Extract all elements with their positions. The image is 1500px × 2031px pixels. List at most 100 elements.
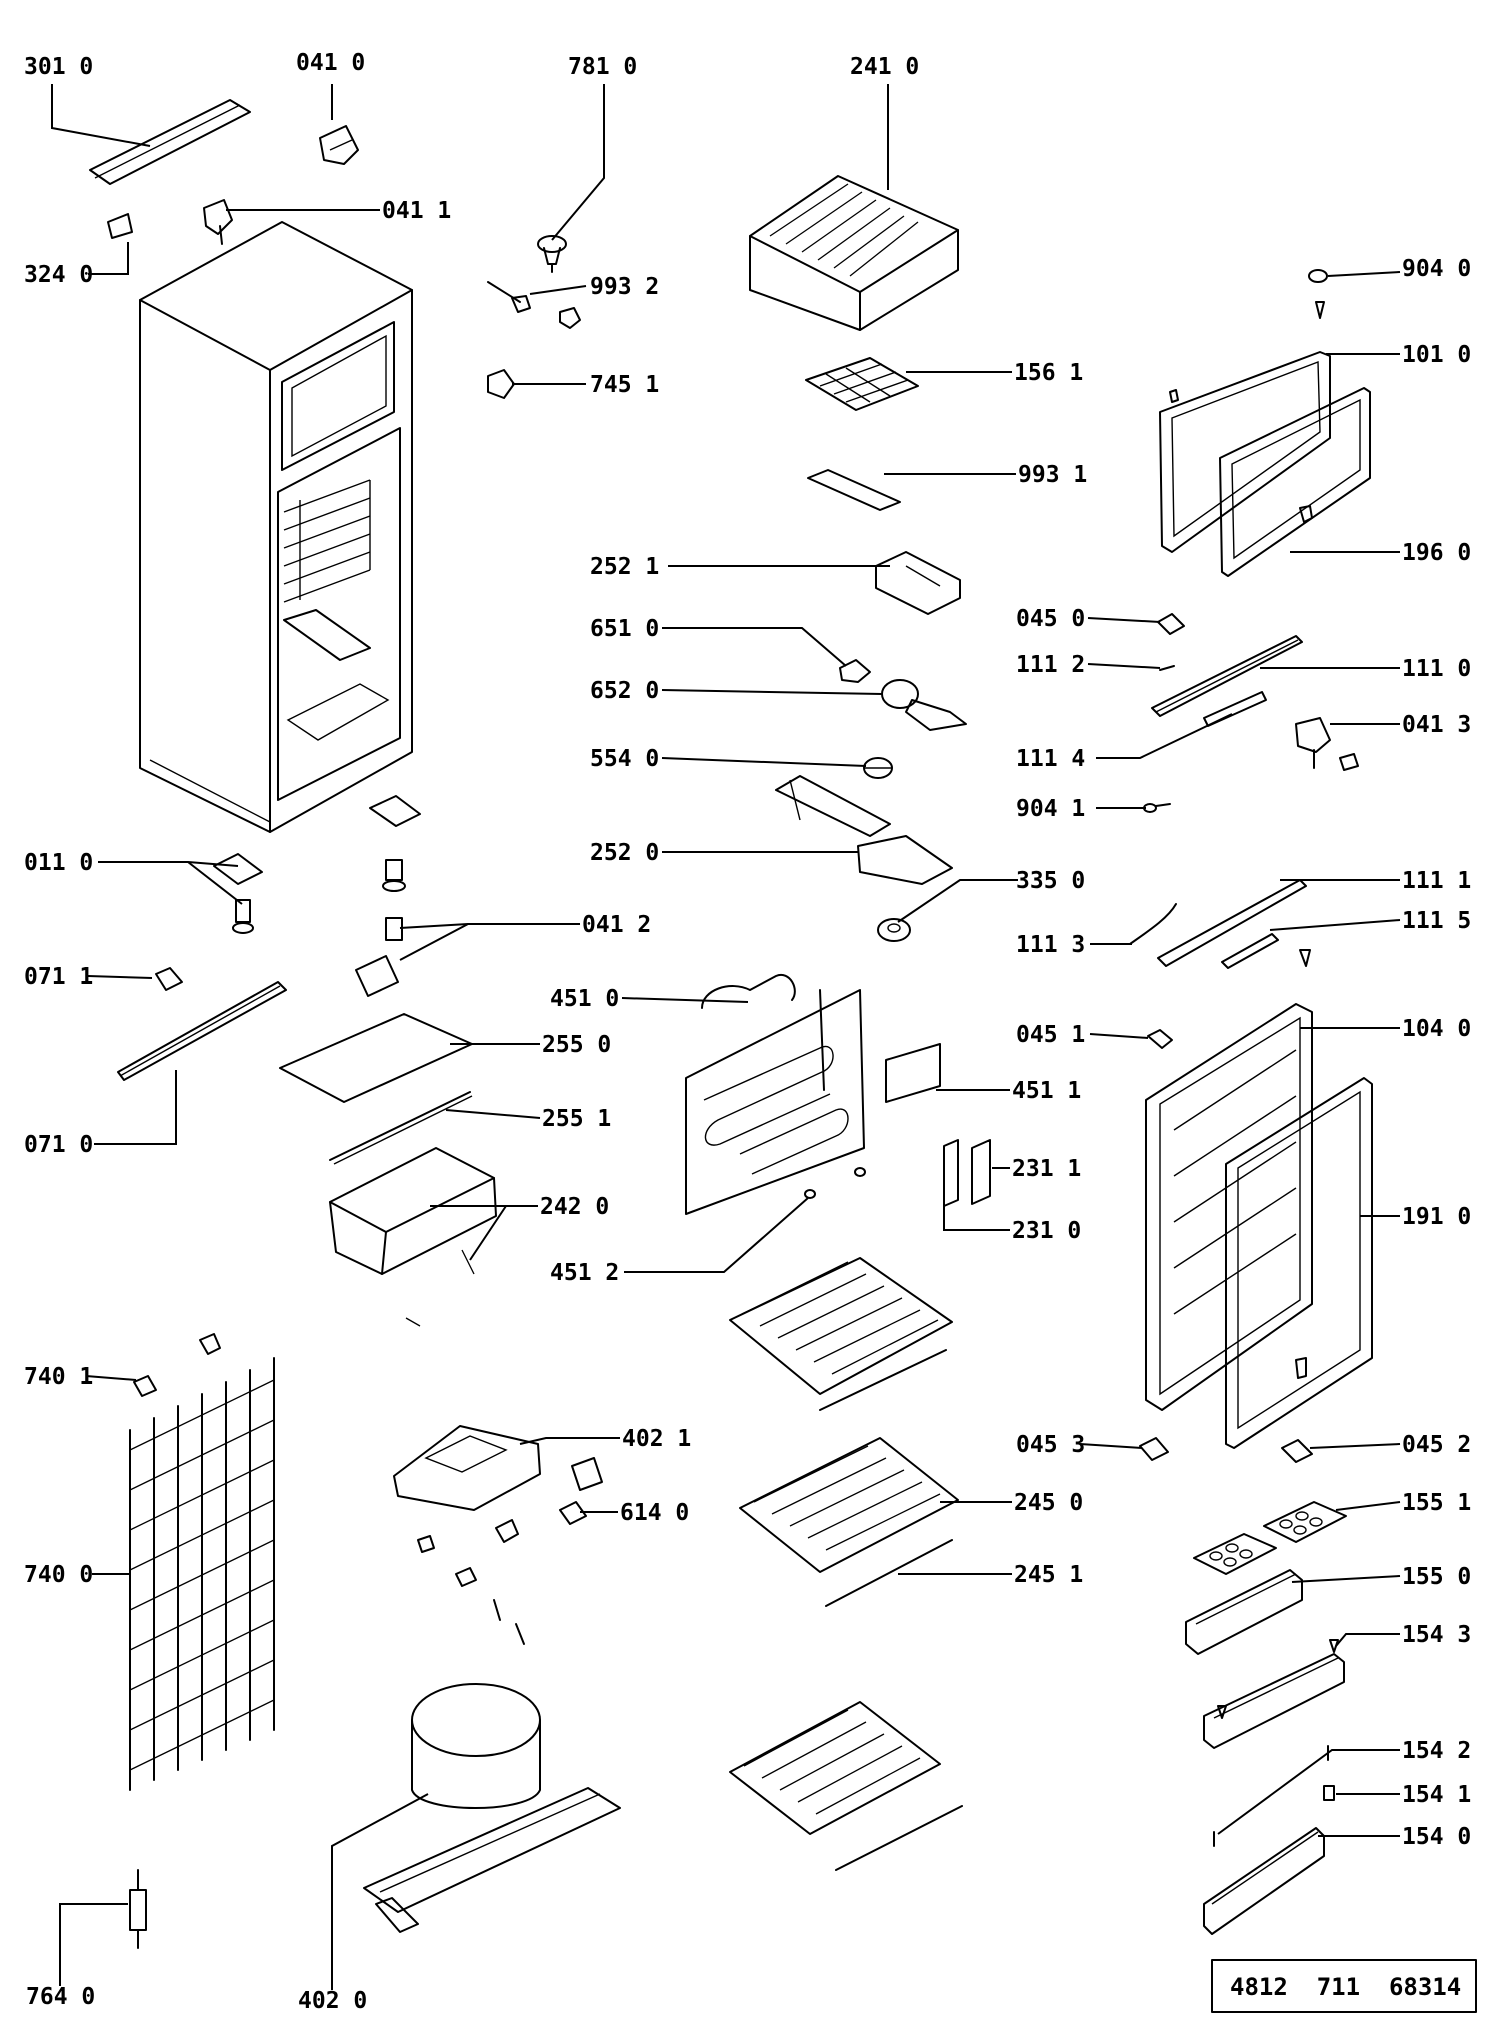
door-cap-part <box>1147 1029 1173 1049</box>
part-label-252-0: 252 0 <box>590 840 659 866</box>
part-label-191-0: 191 0 <box>1402 1204 1471 1230</box>
part-label-045-0: 045 0 <box>1016 606 1085 632</box>
part-label-101-0: 101 0 <box>1402 342 1471 368</box>
part-label-614-0: 614 0 <box>620 1500 689 1526</box>
part-label-451-1: 451 1 <box>1012 1078 1081 1104</box>
part-label-324-0: 324 0 <box>24 262 93 288</box>
lamp-holder-part <box>881 679 967 731</box>
evaporator-plate-part <box>685 973 941 1215</box>
base-rail-part <box>117 967 287 1081</box>
small-fastener-part <box>487 281 581 329</box>
part-label-041-2: 041 2 <box>582 912 651 938</box>
part-label-196-0: 196 0 <box>1402 540 1471 566</box>
lower-crossbar-part <box>1157 879 1307 967</box>
part-label-252-1: 252 1 <box>590 554 659 580</box>
part-label-554-0: 554 0 <box>590 746 659 772</box>
relay-cover-part <box>393 1425 603 1645</box>
cabinet-foot-part <box>213 795 421 997</box>
part-label-156-1: 156 1 <box>1014 360 1083 386</box>
part-label-041-1: 041 1 <box>382 198 451 224</box>
ice-tray-part <box>805 357 919 411</box>
part-label-651-0: 651 0 <box>590 616 659 642</box>
rail-insert-part <box>1203 691 1267 727</box>
part-label-111-1: 111 1 <box>1402 868 1471 894</box>
document-number-box: 4812 711 68314 <box>1211 1959 1477 2013</box>
bottom-hinge-cap-part <box>1139 1437 1313 1463</box>
thermostat-knob-part <box>537 235 567 273</box>
switch-part <box>863 757 893 779</box>
hinge-screw-part <box>1143 803 1171 813</box>
part-label-154-0: 154 0 <box>1402 1824 1471 1850</box>
part-label-740-0: 740 0 <box>24 1562 93 1588</box>
part-label-154-3: 154 3 <box>1402 1622 1471 1648</box>
part-label-104-0: 104 0 <box>1402 1016 1471 1042</box>
screw-part <box>1308 269 1328 319</box>
part-label-241-0: 241 0 <box>850 54 919 80</box>
part-label-402-1: 402 1 <box>622 1426 691 1452</box>
part-label-231-1: 231 1 <box>1012 1156 1081 1182</box>
rail-bracket-part <box>1221 933 1279 969</box>
part-label-904-1: 904 1 <box>1016 796 1085 822</box>
leader-lines <box>51 84 1401 1990</box>
egg-tray-part <box>1193 1501 1347 1575</box>
wire-shelf-part <box>729 1257 963 1871</box>
part-label-255-1: 255 1 <box>542 1106 611 1132</box>
part-label-255-0: 255 0 <box>542 1032 611 1058</box>
compressor-part <box>363 1683 621 1933</box>
lower-hinge-part <box>1295 717 1359 771</box>
part-label-764-0: 764 0 <box>26 1984 95 2010</box>
part-label-402-0: 402 0 <box>298 1988 367 2014</box>
part-label-904-0: 904 0 <box>1402 256 1471 282</box>
part-label-045-1: 045 1 <box>1016 1022 1085 1048</box>
part-label-154-1: 154 1 <box>1402 1782 1471 1808</box>
part-label-045-3: 045 3 <box>1016 1432 1085 1458</box>
part-label-041-3: 041 3 <box>1402 712 1471 738</box>
part-labels: 301 0 041 0 781 0 241 0 041 1 324 0 993 … <box>24 50 1471 2014</box>
part-label-154-2: 154 2 <box>1402 1738 1471 1764</box>
thermostat-housing-part <box>875 551 961 615</box>
part-label-111-2: 111 2 <box>1016 652 1085 678</box>
top-rail-part <box>89 99 251 185</box>
light-switch-part <box>943 1139 991 1207</box>
part-label-041-0: 041 0 <box>296 50 365 76</box>
part-label-740-1: 740 1 <box>24 1364 93 1390</box>
part-label-155-1: 155 1 <box>1402 1490 1471 1516</box>
part-label-011-0: 011 0 <box>24 850 93 876</box>
guide-strip-part <box>807 469 901 511</box>
part-label-993-1: 993 1 <box>1018 462 1087 488</box>
part-label-111-3: 111 3 <box>1016 932 1085 958</box>
part-label-071-1: 071 1 <box>24 964 93 990</box>
door-screw-part <box>1299 949 1311 967</box>
thermostat-assembly-part <box>775 775 953 885</box>
part-label-111-0: 111 0 <box>1402 656 1471 682</box>
part-label-335-0: 335 0 <box>1016 868 1085 894</box>
part-label-451-0: 451 0 <box>550 986 619 1012</box>
crisper-drawer-part <box>329 1147 497 1327</box>
freezer-door-part <box>1159 351 1371 577</box>
part-label-451-2: 451 2 <box>550 1260 619 1286</box>
part-label-245-0: 245 0 <box>1014 1490 1083 1516</box>
small-pin-part <box>1159 665 1175 671</box>
rail-end-part <box>1129 903 1177 945</box>
part-label-242-0: 242 0 <box>540 1194 609 1220</box>
door-shelf-part <box>1185 1569 1345 1935</box>
knob-part <box>877 918 911 942</box>
document-number: 4812 711 68314 <box>1230 1973 1461 2001</box>
part-label-111-4: 111 4 <box>1016 746 1085 772</box>
filter-drier-part <box>129 1869 147 1949</box>
fridge-door-part <box>1145 1003 1373 1449</box>
part-label-301-0: 301 0 <box>24 54 93 80</box>
hinge-cap-part <box>1157 613 1185 635</box>
part-label-071-0: 071 0 <box>24 1132 93 1158</box>
refrigerator-cabinet <box>139 221 413 833</box>
part-label-045-2: 045 2 <box>1402 1432 1471 1458</box>
part-label-155-0: 155 0 <box>1402 1564 1471 1590</box>
clip-part <box>487 369 515 399</box>
lamp-part <box>839 659 871 683</box>
part-label-111-5: 111 5 <box>1402 908 1471 934</box>
freezer-compartment-part <box>749 175 959 331</box>
part-label-231-0: 231 0 <box>1012 1218 1081 1244</box>
part-label-245-1: 245 1 <box>1014 1562 1083 1588</box>
